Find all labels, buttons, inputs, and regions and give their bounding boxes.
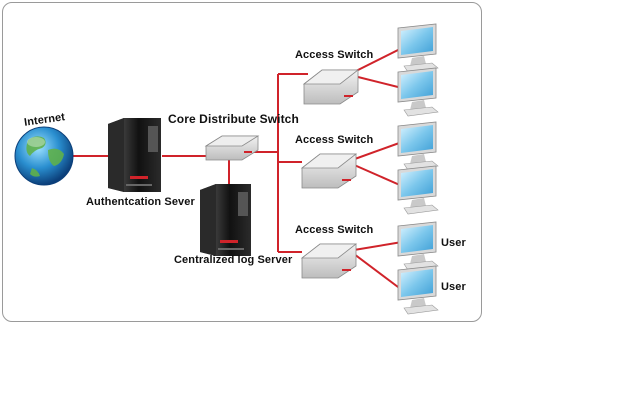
switch-icon-access-3 — [300, 243, 358, 279]
label-access-switch-2: Access Switch — [295, 134, 374, 146]
link-sw1-pc1 — [353, 47, 403, 73]
label-log-server: Centralized log Server — [174, 254, 293, 266]
link-sw2-pc4 — [351, 163, 403, 187]
network-links — [72, 47, 403, 291]
monitor-icon-4 — [397, 165, 439, 215]
server-icon-log — [200, 184, 251, 256]
link-sw1-pc2 — [353, 75, 403, 89]
monitor-icon-1 — [397, 23, 439, 73]
monitor-icon-6 — [397, 265, 439, 315]
server-icon-auth — [108, 118, 161, 192]
label-access-switch-3: Access Switch — [295, 224, 374, 236]
switch-icon-core — [204, 135, 260, 161]
link-sw3-pc5 — [353, 241, 403, 251]
link-sw3-pc6 — [353, 253, 403, 291]
label-auth-server: Authentcation Sever — [86, 196, 195, 208]
label-user-1: User — [441, 237, 466, 249]
label-access-switch-1: Access Switch — [295, 49, 374, 61]
link-sw2-pc3 — [351, 141, 403, 161]
label-user-2: User — [441, 281, 466, 293]
monitor-icon-2 — [397, 67, 439, 117]
switch-icon-access-1 — [302, 69, 360, 105]
monitor-icon-3 — [397, 121, 439, 171]
globe-icon — [14, 126, 74, 186]
label-core-switch: Core Distribute Switch — [168, 112, 299, 126]
switch-icon-access-2 — [300, 153, 358, 189]
monitor-icon-5 — [397, 221, 439, 271]
